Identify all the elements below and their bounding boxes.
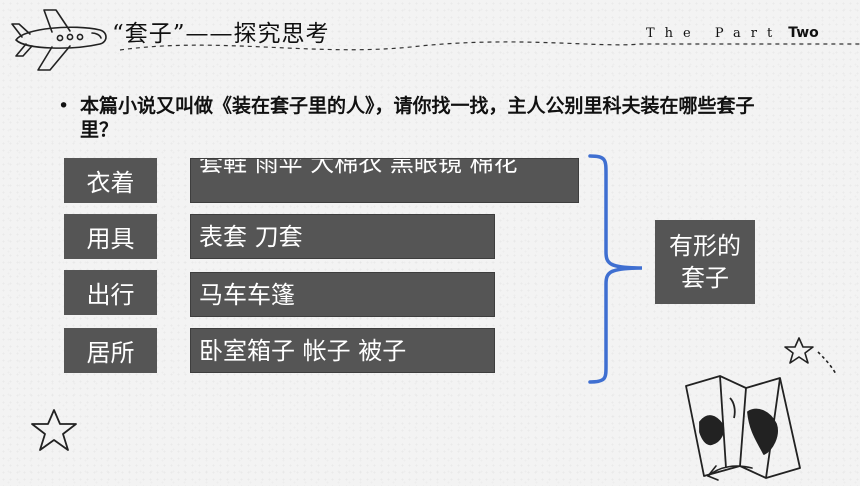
part-label: The Part [646,26,783,41]
map-icon [685,375,801,479]
star-icon [31,409,77,451]
question: • 本篇小说又叫做《装在套子里的人》，请你找一找，主人公别里科夫装在哪些套子里？ [58,94,792,142]
category-travel: 出行 [64,270,157,315]
page-title: “套子”——探究思考 [112,21,330,47]
arrow-icon [707,465,753,481]
items-tools: 表套 刀套 [190,214,495,259]
airplane-icon [11,9,107,71]
bullet: • [58,95,70,117]
items-residence: 卧室箱子 帐子 被子 [190,328,495,373]
category-clothing: 衣着 [64,158,157,203]
star-icon [784,337,837,375]
category-residence: 居所 [64,328,157,373]
items-clothing-text: 套鞋 雨伞 大棉衣 黑眼镜 棉花 [199,158,518,177]
conclusion-box: 有形的 套子 [655,220,755,304]
question-text: 本篇小说又叫做《装在套子里的人》，请你找一找，主人公别里科夫装在哪些套子里？ [80,95,755,141]
items-clothing: 套鞋 雨伞 大棉衣 黑眼镜 棉花 [190,158,579,203]
bracket [588,154,643,384]
category-tools: 用具 [64,214,157,259]
part-indicator: The Part Two [646,25,819,41]
header-dashed-line [119,41,860,51]
part-number: Two [788,25,819,41]
items-travel: 马车车篷 [190,272,495,317]
